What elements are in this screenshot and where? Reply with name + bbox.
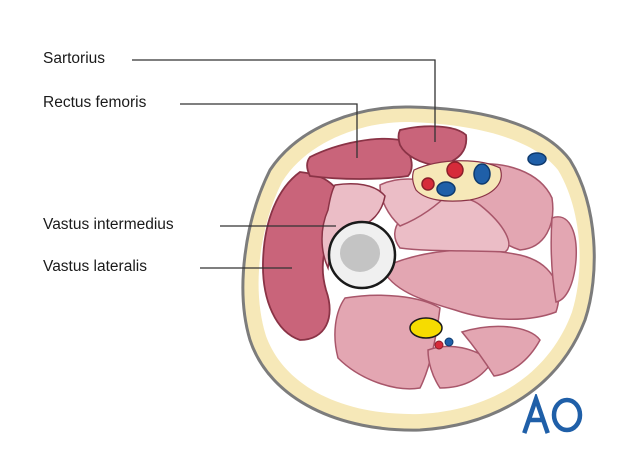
- gracilis-muscle: [550, 216, 577, 303]
- label-vastus-lateralis: Vastus lateralis: [43, 258, 147, 275]
- ao-logo-mark: [522, 392, 583, 434]
- semitendinosus-muscle: [427, 345, 494, 389]
- label-rectus-femoris: Rectus femoris: [43, 94, 147, 111]
- posterior-vein: [444, 337, 454, 347]
- label-vastus-intermedius: Vastus intermedius: [43, 216, 174, 233]
- biceps-femoris-muscle: [334, 294, 441, 390]
- leader-line-rectus-femoris: [180, 103, 358, 158]
- sciatic-nerve: [409, 317, 443, 339]
- rectus-femoris-muscle: [306, 137, 413, 180]
- semimembranosus-muscle: [460, 325, 541, 377]
- ao-logo: [522, 392, 584, 439]
- femur-marrow: [340, 234, 380, 272]
- femoral-vein: [436, 181, 456, 197]
- label-sartorius: Sartorius: [43, 50, 106, 67]
- posterior-artery: [434, 340, 444, 350]
- femoral-artery: [446, 161, 464, 179]
- leader-line-sartorius: [132, 59, 436, 142]
- great-saphenous-vein: [527, 152, 547, 166]
- femoral-artery-branch: [421, 177, 435, 191]
- femoral-vein-deep: [473, 163, 491, 185]
